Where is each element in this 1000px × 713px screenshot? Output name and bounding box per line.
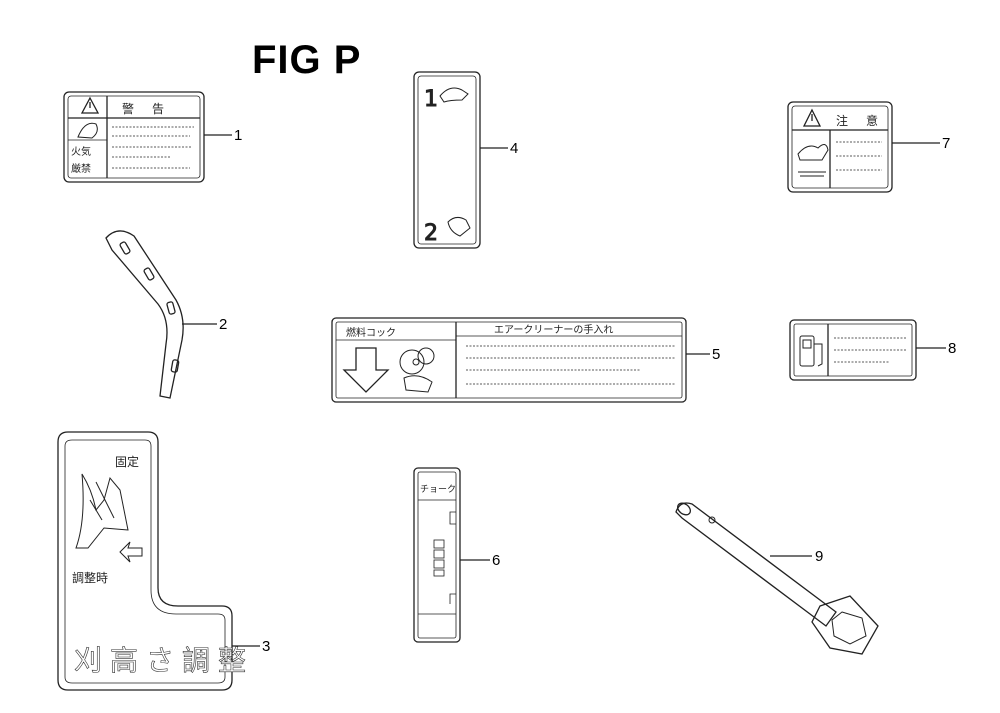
part-9-number: 9 bbox=[815, 548, 823, 565]
part-1-text-kaki: 火気 bbox=[71, 145, 91, 158]
part-1-text-kei: 警 bbox=[122, 101, 134, 116]
part-3-number: 3 bbox=[262, 638, 270, 655]
part-5-text-air-cleaner: エアークリーナーの手入れ bbox=[494, 323, 613, 336]
part-7-number: 7 bbox=[942, 135, 950, 152]
down-arrow-icon bbox=[342, 347, 390, 393]
part-5-number: 5 bbox=[712, 346, 720, 363]
part-7-text-chu: 注 bbox=[836, 113, 848, 128]
part-3-text-chouseiji: 調整時 bbox=[72, 570, 108, 585]
part-6-choke-label: チョーク 6 bbox=[413, 467, 500, 643]
part-3-text-kotei: 固定 bbox=[115, 454, 139, 469]
fuel-pump-icon bbox=[799, 335, 823, 367]
figure-title: FIG P bbox=[252, 38, 362, 82]
warning-triangle-icon bbox=[80, 96, 100, 114]
part-8-number: 8 bbox=[948, 340, 956, 357]
part-4-position-label: 1 2 4 bbox=[413, 71, 518, 249]
part-1-text-genkin: 厳禁 bbox=[71, 162, 91, 175]
hand-icon bbox=[75, 473, 129, 549]
part-4-number: 4 bbox=[510, 140, 518, 157]
part-3-text-karitakasa: 刈高さ調整 bbox=[74, 644, 254, 677]
part-7-text-i: 意 bbox=[866, 113, 878, 128]
part-2-number: 2 bbox=[219, 316, 227, 333]
part-5-text-fuel-cock: 燃料コック bbox=[346, 326, 396, 339]
warning-triangle-icon bbox=[802, 108, 822, 127]
part-4-text-2: 2 bbox=[424, 221, 438, 246]
part-6-text-choke: チョーク bbox=[420, 484, 456, 495]
part-1-warning-label: 警 告 火気 厳禁 1 bbox=[63, 91, 242, 183]
part-9-wrench: 9 bbox=[675, 502, 879, 655]
part-7-caution-label: 注 意 7 bbox=[787, 101, 950, 193]
part-3-height-label: 固定 調整時 刈高さ調整 3 bbox=[57, 431, 270, 691]
part-8-fuel-label: 8 bbox=[789, 319, 956, 381]
part-1-text-koku: 告 bbox=[152, 102, 164, 116]
part-2-strip: 2 bbox=[105, 230, 227, 399]
part-4-text-1: 1 bbox=[424, 87, 438, 112]
part-5-fuel-aircleaner-label: 燃料コック エアークリーナーの手入れ 5 bbox=[331, 317, 720, 403]
part-1-number: 1 bbox=[234, 127, 242, 144]
part-6-number: 6 bbox=[492, 552, 500, 569]
